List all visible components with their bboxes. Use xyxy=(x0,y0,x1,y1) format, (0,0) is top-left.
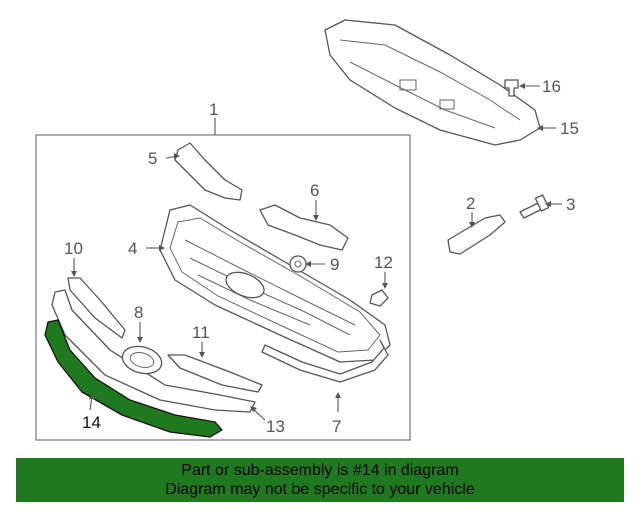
callout-13: 13 xyxy=(266,417,285,436)
part-15-upper-cover[interactable] xyxy=(324,19,541,146)
part-2-bracket[interactable] xyxy=(447,214,506,255)
callout-1: 1 xyxy=(209,100,218,119)
callout-11: 11 xyxy=(192,323,210,342)
part-6-bracket[interactable] xyxy=(259,204,349,251)
part-10-molding[interactable] xyxy=(67,277,126,339)
parts-diagram: 1 2 3 4 5 6 7 8 9 10 11 12 13 14 15 16 xyxy=(35,19,579,441)
assembly-box xyxy=(35,134,411,441)
part-3-bolt[interactable] xyxy=(519,194,550,219)
leader-lines xyxy=(71,83,562,421)
callout-5: 5 xyxy=(148,149,157,168)
info-banner: Part or sub-assembly is #14 in diagram D… xyxy=(16,458,624,502)
callout-3: 3 xyxy=(566,195,575,214)
banner-line-1: Part or sub-assembly is #14 in diagram xyxy=(181,462,459,479)
callout-15: 15 xyxy=(560,119,579,138)
part-9-nut[interactable] xyxy=(289,255,307,273)
callout-2: 2 xyxy=(466,194,475,213)
callout-10: 10 xyxy=(64,239,83,258)
part-12-screw[interactable] xyxy=(369,289,389,307)
callout-16: 16 xyxy=(542,77,561,96)
callout-9: 9 xyxy=(330,255,339,274)
part-7-strip[interactable] xyxy=(261,339,389,383)
part-8-emblem[interactable] xyxy=(119,342,164,377)
part-14-lower-trim[interactable] xyxy=(44,319,223,438)
callout-6: 6 xyxy=(310,181,319,200)
callout-7: 7 xyxy=(332,417,341,436)
callout-8: 8 xyxy=(134,303,143,322)
part-16-clip[interactable] xyxy=(504,79,519,97)
banner-line-2: Diagram may not be specific to your vehi… xyxy=(165,481,475,498)
part-5-bracket[interactable] xyxy=(174,142,243,201)
part-11-molding[interactable] xyxy=(167,354,263,393)
callout-12: 12 xyxy=(374,253,393,272)
callout-14: 14 xyxy=(82,413,101,432)
callout-4: 4 xyxy=(128,239,137,258)
